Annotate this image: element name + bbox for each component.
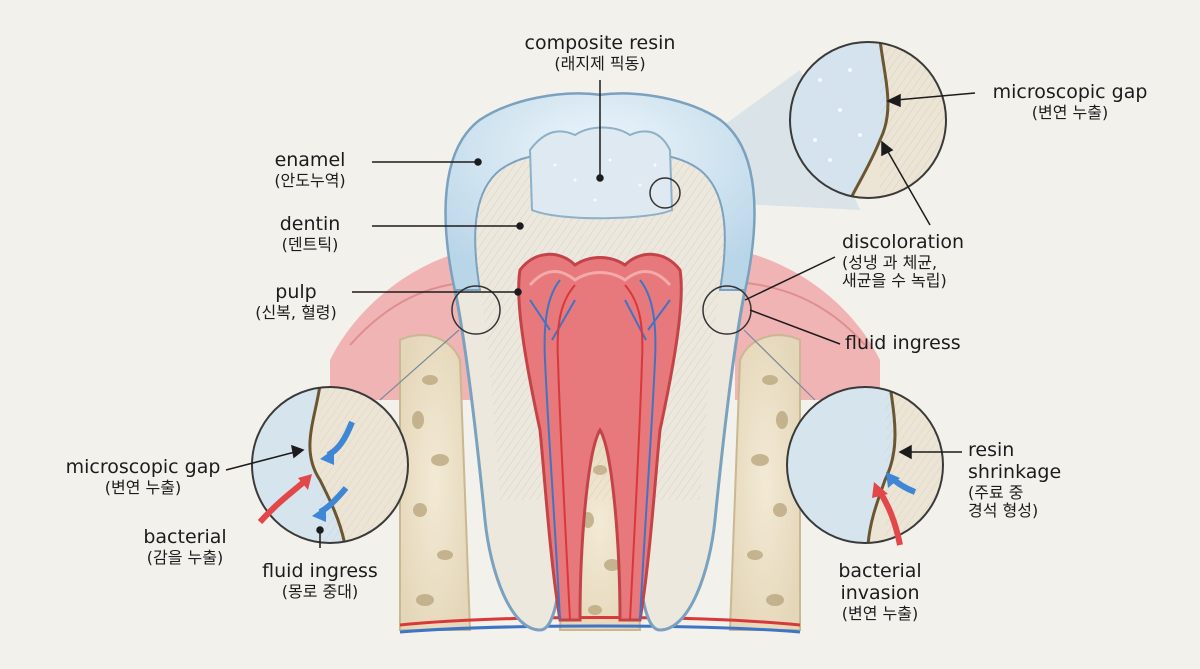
resin-shrinkage-en-1: resin — [968, 439, 1015, 461]
label-pulp: pulp (신복, 혈령) — [240, 281, 352, 322]
label-composite-resin: composite resin (래지제 픽동) — [505, 32, 695, 73]
discoloration-en: discoloration — [842, 231, 965, 253]
composite-resin-en: composite resin — [524, 32, 676, 54]
label-bacterial-left: bacterial (감을 누출) — [130, 526, 240, 567]
label-fluid-ingress-left: fluid ingress (몽로 중대) — [250, 560, 390, 601]
discoloration-ko-2: 새균을 수 녹립) — [842, 271, 947, 291]
pulp-en: pulp — [275, 281, 317, 303]
enamel-ko: (안도누역) — [274, 170, 346, 190]
left-detail-marker — [451, 285, 501, 335]
composite-resin-ko: (래지제 픽동) — [554, 53, 646, 73]
enamel-en: enamel — [274, 149, 346, 171]
microscopic-gap-top-en: microscopic gap — [992, 81, 1148, 103]
pulp-ko: (신복, 혈령) — [255, 302, 337, 322]
bacterial-invasion-en-1: bacterial — [838, 560, 922, 582]
label-fluid-ingress-right: fluid ingress — [845, 332, 995, 355]
bacterial-invasion-en-2: invasion — [840, 581, 920, 604]
bacterial-left-en: bacterial — [143, 526, 227, 548]
fluid-ingress-right-en: fluid ingress — [845, 332, 961, 354]
composite-resin-filling — [528, 126, 674, 220]
label-enamel: enamel (안도누역) — [250, 149, 370, 190]
label-dentin: dentin (덴트틱) — [250, 213, 370, 254]
resin-shrinkage-ko-1: (주료 중 — [968, 482, 1024, 502]
pulp-chamber — [517, 252, 683, 622]
fluid-ingress-left-ko: (몽로 중대) — [281, 581, 359, 601]
label-microscopic-gap-left: microscopic gap (변연 누출) — [60, 456, 226, 497]
magnified-shrinkage-right — [786, 386, 944, 546]
microscopic-gap-left-ko: (변연 누출) — [104, 477, 182, 497]
label-discoloration: discoloration (성냉 과 체균, 새균을 수 녹립) — [842, 231, 1012, 291]
resin-shrinkage-ko-2: 경석 형성) — [968, 501, 1039, 521]
bacterial-left-ko: (감을 누출) — [146, 547, 224, 567]
magnified-gap-left — [251, 386, 409, 544]
resin-shrinkage-en-2: shrinkage — [968, 460, 1062, 483]
label-microscopic-gap-top: microscopic gap (변연 누출) — [975, 81, 1165, 122]
microscopic-gap-left-en: microscopic gap — [65, 456, 221, 478]
discoloration-ko-1: (성냉 과 체균, — [842, 252, 938, 272]
dentin-ko: (덴트틱) — [281, 234, 339, 254]
gap-marker-circle — [649, 177, 681, 209]
microscopic-gap-top-ko: (변연 누출) — [1031, 102, 1109, 122]
fluid-ingress-left-en: fluid ingress — [262, 560, 378, 582]
label-bacterial-invasion: bacterial invasion (변연 누출) — [820, 560, 940, 623]
dentin-en: dentin — [279, 213, 341, 235]
label-resin-shrinkage: resin shrinkage (주료 중 경석 형성) — [968, 439, 1078, 521]
bacterial-invasion-ko: (변연 누출) — [841, 603, 919, 623]
